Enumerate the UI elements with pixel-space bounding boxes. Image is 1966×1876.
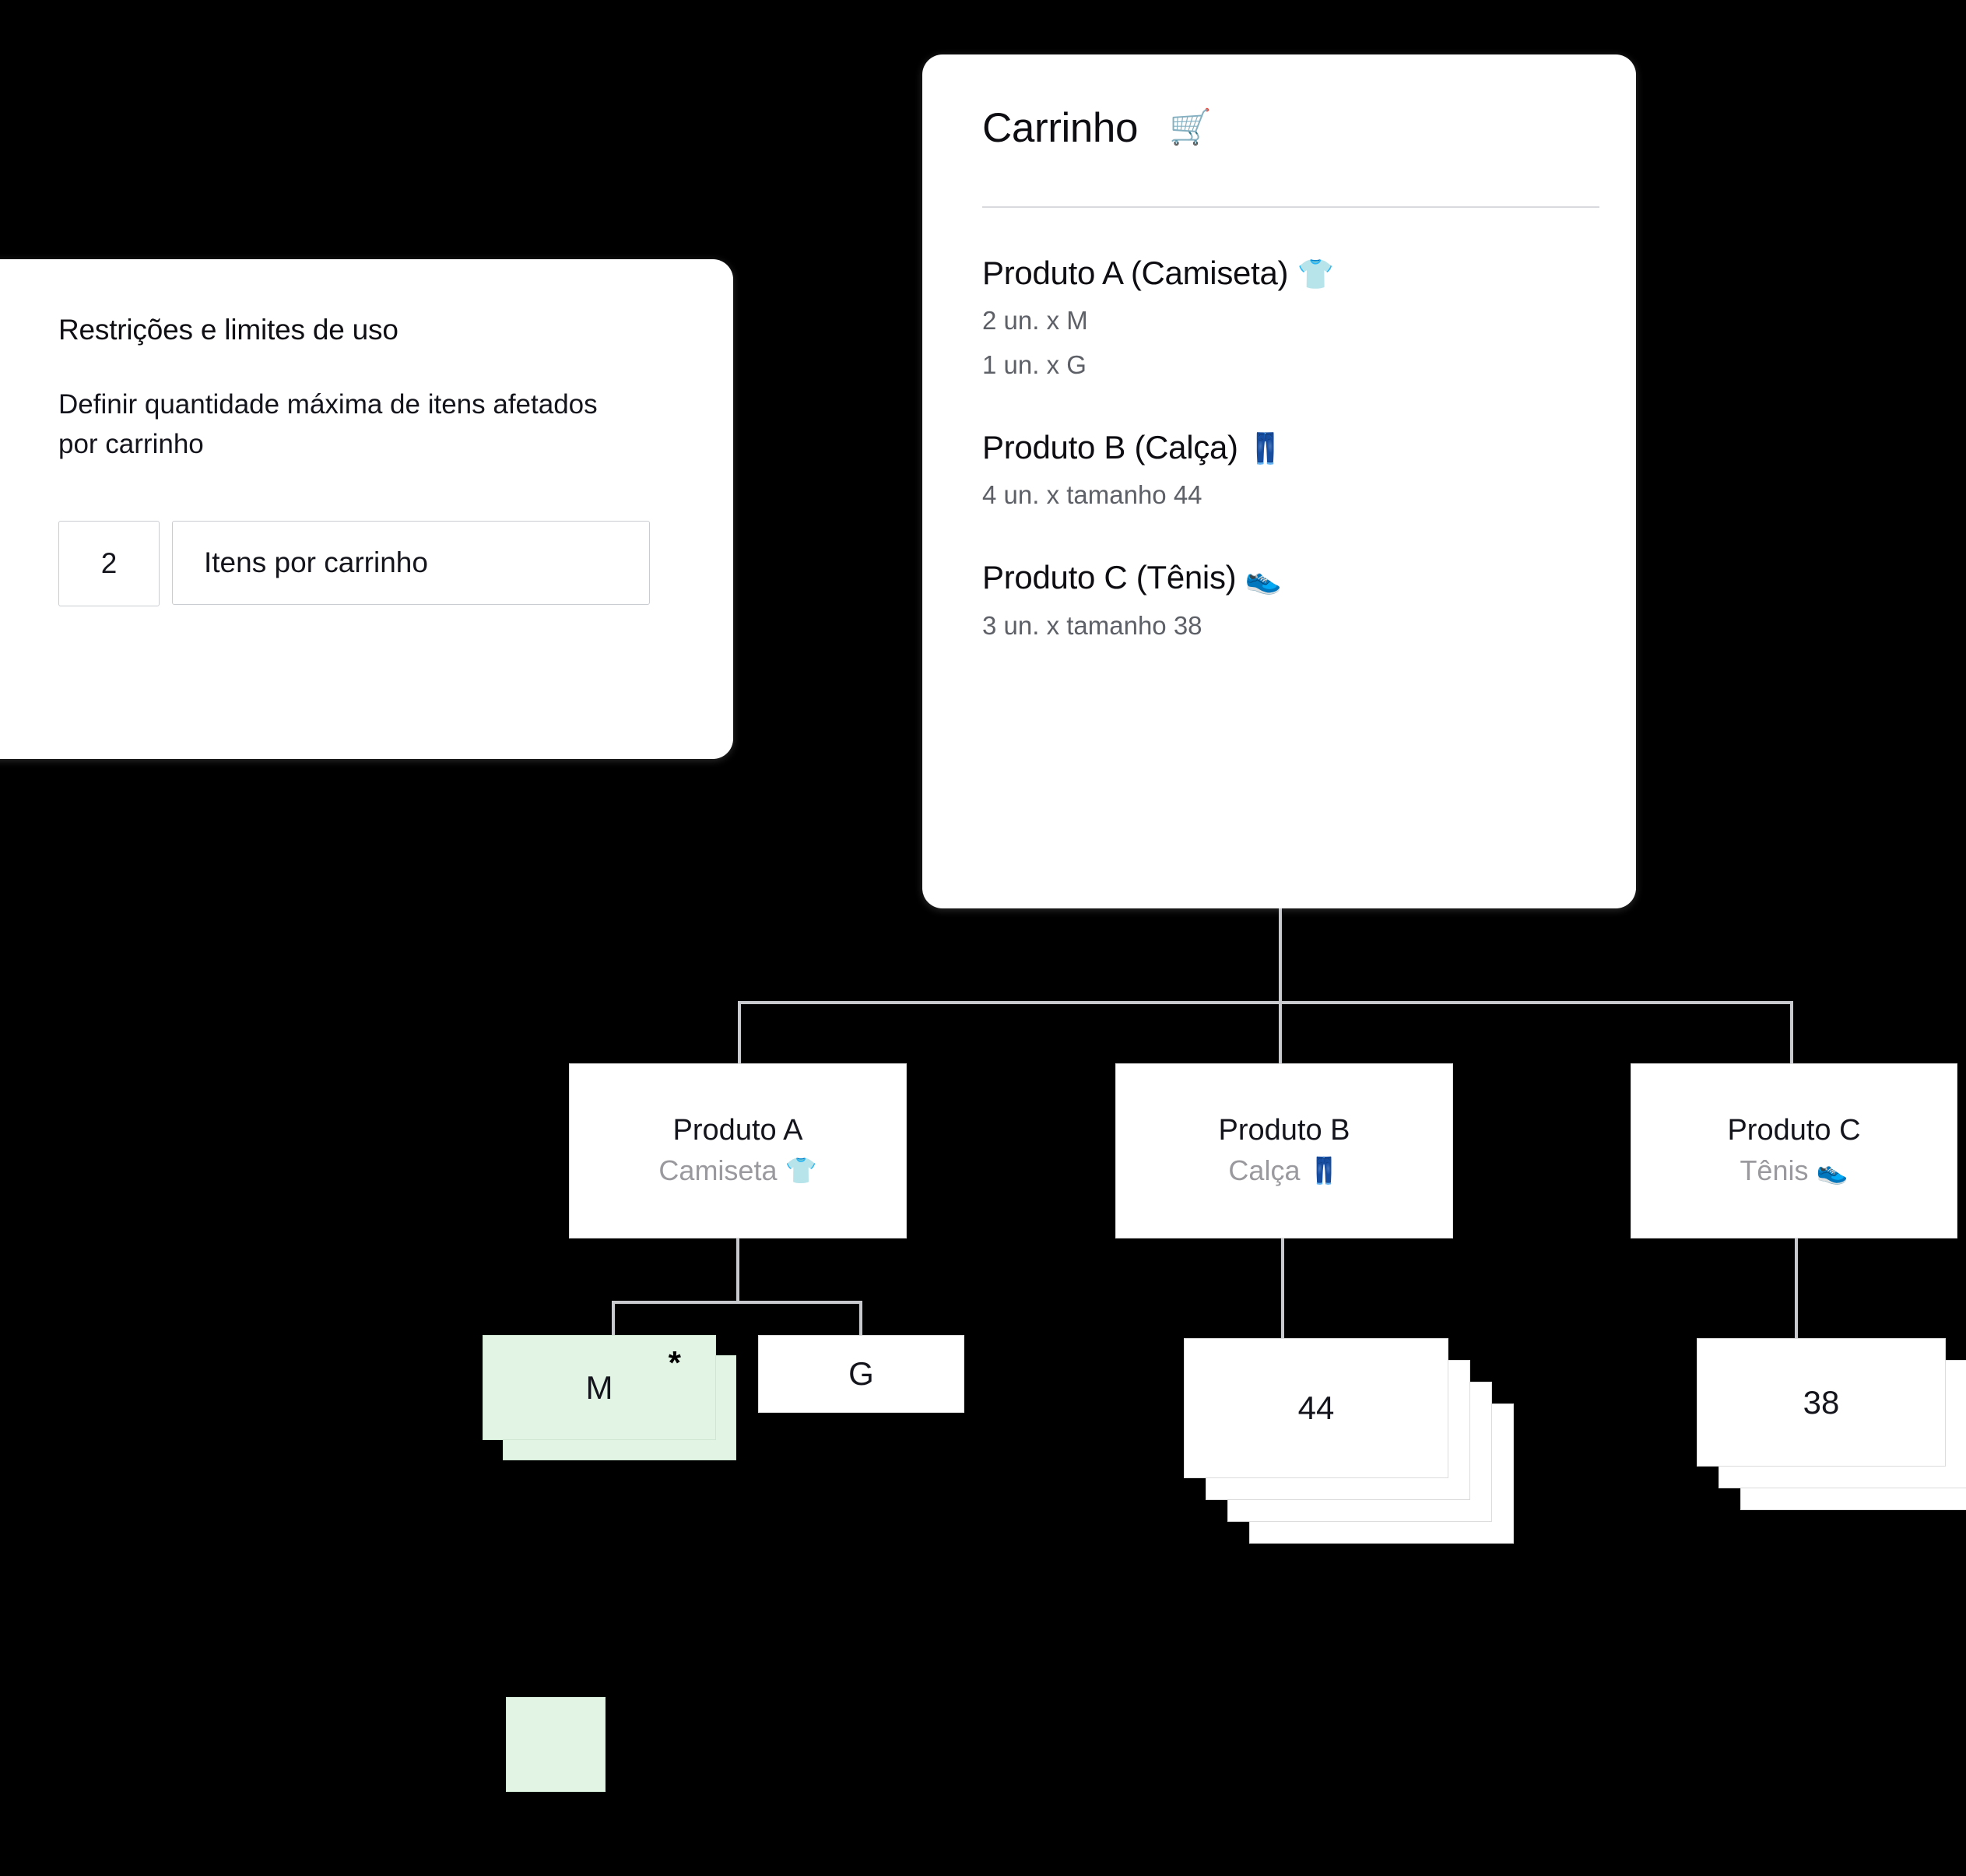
cart-card-body: Carrinho 🛒 Produto A (Camiseta) 👕 2 un. … [982,104,1599,643]
cart-divider [982,206,1599,208]
node-b-subtitle: Calça 👖 [1228,1153,1339,1189]
tshirt-icon: 👕 [1297,258,1334,291]
max-items-field-row: 2 Itens por carrinho [58,520,690,606]
connector-a-bus [612,1301,862,1304]
connector-a-to-g [859,1301,862,1338]
tree-node-produto-a[interactable]: Produto A Camiseta 👕 [569,1063,907,1238]
variant-card-44[interactable]: 44 [1184,1338,1448,1478]
connector-to-produto-c [1790,1001,1793,1063]
variant-card-g[interactable]: G [758,1335,964,1413]
node-b-title: Produto B [1218,1114,1350,1147]
cart-item-produto-a: Produto A (Camiseta) 👕 2 un. x M 1 un. x… [982,253,1587,382]
cart-item-c-line-1: 3 un. x tamanho 38 [982,610,1202,640]
tree-node-produto-c[interactable]: Produto C Tênis 👟 [1631,1063,1957,1238]
tshirt-icon: 👕 [785,1155,817,1185]
node-b-subtitle-text: Calça [1228,1154,1301,1186]
node-a-title: Produto A [672,1114,803,1147]
cart-item-a-label: Produto A (Camiseta) [982,254,1289,291]
cart-item-a-line-2: 1 un. x G [982,350,1087,379]
variant-card-38[interactable]: 38 [1697,1338,1946,1467]
connector-c-to-38 [1795,1238,1798,1338]
variant-stack-g[interactable]: G [758,1335,964,1413]
jeans-icon: 👖 [1247,432,1284,465]
connector-to-produto-b [1279,1001,1282,1063]
variant-g-label: G [848,1355,874,1392]
connector-a-to-m [612,1301,615,1338]
tree-node-produto-b[interactable]: Produto B Calça 👖 [1115,1063,1453,1238]
node-a-subtitle: Camiseta 👕 [658,1153,816,1189]
connector-products-bus [738,1001,1793,1004]
connector-a-down [736,1238,739,1301]
jeans-icon: 👖 [1308,1155,1340,1185]
cart-title-text: Carrinho [982,105,1139,151]
cart-title: Carrinho 🛒 [982,104,1587,153]
legend-highlight-swatch [506,1697,606,1792]
variant-stack-38[interactable]: 38 [1697,1338,1966,1510]
restrictions-card-body: Restrições e limites de uso Definir quan… [58,312,690,606]
cart-item-b-name: Produto B (Calça) 👖 [982,427,1587,469]
quantity-input[interactable]: 2 [58,520,160,606]
sneaker-icon: 👟 [1245,563,1282,596]
variant-stack-44[interactable]: 44 [1184,1338,1514,1544]
cart-item-b-label: Produto B (Calça) [982,428,1238,465]
cart-item-produto-c: Produto C (Tênis) 👟 3 un. x tamanho 38 [982,557,1587,642]
connector-cart-down [1279,908,1282,1001]
cart-card: Carrinho 🛒 Produto A (Camiseta) 👕 2 un. … [922,54,1636,908]
connector-to-produto-a [738,1001,741,1063]
variant-m-marker: * [668,1344,681,1381]
variant-stack-m[interactable]: M * [483,1335,736,1460]
sneaker-icon: 👟 [1816,1155,1848,1185]
restrictions-description: Definir quantidade máxima de itens afeta… [58,389,598,459]
node-a-subtitle-text: Camiseta [658,1154,778,1186]
cart-item-c-name: Produto C (Tênis) 👟 [982,557,1587,599]
shopping-cart-icon: 🛒 [1169,108,1212,147]
node-c-title: Produto C [1727,1114,1861,1147]
variant-44-label: 44 [1297,1389,1335,1426]
variant-38-label: 38 [1803,1383,1840,1421]
cart-item-b-line-1: 4 un. x tamanho 44 [982,480,1202,510]
variant-card-m[interactable]: M * [483,1335,716,1440]
cart-item-a-name: Produto A (Camiseta) 👕 [982,253,1587,294]
cart-item-a-line-1: 2 un. x M [982,306,1088,336]
cart-item-c-label: Produto C (Tênis) [982,559,1237,596]
node-c-subtitle: Tênis 👟 [1740,1153,1848,1189]
connector-b-to-44 [1281,1238,1284,1338]
quantity-unit-select[interactable]: Itens por carrinho [172,520,650,605]
restrictions-card: Restrições e limites de uso Definir quan… [0,259,733,759]
restrictions-title: Restrições e limites de uso [58,314,398,346]
variant-m-label: M [585,1368,613,1406]
cart-item-produto-b: Produto B (Calça) 👖 4 un. x tamanho 44 [982,427,1587,512]
node-c-subtitle-text: Tênis [1740,1154,1809,1186]
